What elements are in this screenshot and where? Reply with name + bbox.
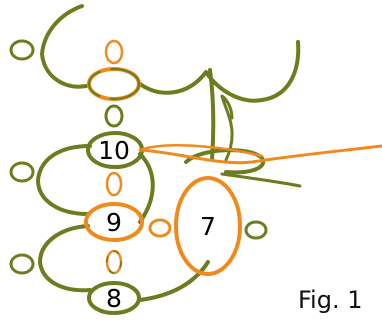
ring-7-label: 7	[200, 212, 216, 241]
orange-thread-tail	[138, 144, 382, 165]
chain-top-left-arc	[40, 4, 88, 89]
green-thread	[9, 4, 302, 315]
orange-thread-loop	[138, 144, 264, 158]
ring-top-green-outline	[88, 68, 140, 100]
ring-8-green	[87, 281, 141, 315]
ring-9-label: 9	[106, 208, 122, 237]
ring-10-label: 10	[98, 136, 130, 165]
green-overlays	[88, 68, 140, 274]
ring-8-label: 8	[106, 284, 122, 313]
small-ring-bottom-green	[106, 250, 122, 274]
ring-9-orange	[84, 202, 144, 242]
small-ring-top-orange	[104, 39, 124, 65]
center-knot-green	[184, 148, 266, 175]
ring-7-orange	[174, 176, 242, 276]
chain-top-wave	[138, 40, 301, 103]
picot-left-ring-7	[148, 218, 172, 238]
picot-top-left	[9, 39, 35, 61]
chain-left-lower	[38, 224, 92, 293]
chain-left-upper	[36, 144, 92, 216]
chain-bottom-right	[138, 260, 210, 302]
picot-left-lower	[9, 253, 35, 275]
small-ring-top-green	[104, 104, 124, 128]
picot-left-middle	[9, 161, 35, 183]
small-ring-middle-orange	[105, 171, 123, 197]
small-ring-lower-orange	[105, 249, 123, 275]
figure-caption: Fig. 1	[298, 286, 363, 314]
orange-thread	[84, 39, 382, 276]
center-knot-tail-green	[220, 172, 302, 188]
chain-right-curl	[220, 94, 234, 162]
picot-right-ring-7	[244, 220, 268, 240]
chain-right-upper	[138, 152, 155, 224]
